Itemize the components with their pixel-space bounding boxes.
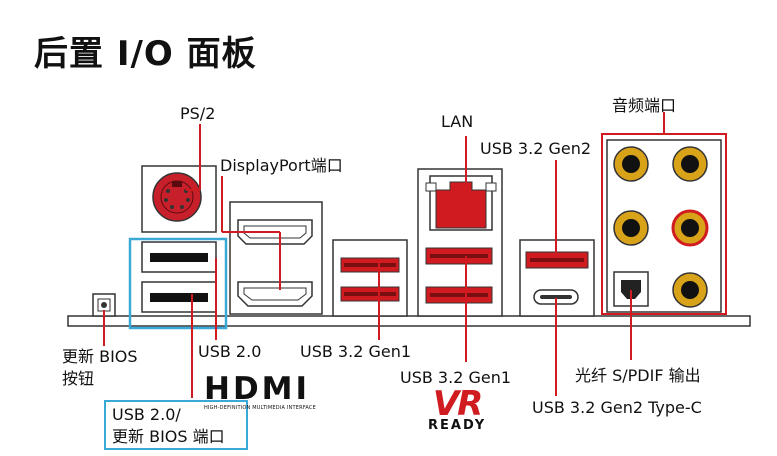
page-title: 后置 I/O 面板 — [34, 34, 257, 74]
audio-jack — [613, 146, 649, 182]
spdif-port — [613, 271, 649, 307]
audio-jack — [613, 210, 649, 246]
leader-lines — [103, 112, 665, 398]
audio-ports-block — [601, 133, 727, 315]
bios-flash-button — [92, 293, 116, 317]
vr-ready-logo: VR READY — [428, 384, 487, 433]
usb20-bios-port-label-line1: USB 2.0/ — [112, 405, 181, 424]
audio-label: 音频端口 — [612, 96, 677, 115]
bios-button-label-line2: 按钮 — [62, 369, 95, 388]
hdmi-logo: HDMI HIGH-DEFINITION MULTIMEDIA INTERFAC… — [204, 371, 316, 412]
audio-jack-red — [671, 209, 709, 247]
lan-label: LAN — [441, 112, 474, 131]
usb20-bios-port-label: USB 2.0/ 更新 BIOS 端口 — [104, 400, 248, 450]
displayport-label: DisplayPort端口 — [220, 156, 343, 175]
spdif-label: 光纤 S/PDIF 输出 — [575, 366, 701, 385]
hdmi-logo-word: HDMI — [204, 371, 311, 407]
usb32-gen2-typec-label: USB 3.2 Gen2 Type-C — [532, 398, 702, 417]
audio-jack — [672, 146, 708, 182]
usb20-label: USB 2.0 — [198, 342, 262, 361]
usb32-gen1-label-b: USB 3.2 Gen1 — [400, 368, 512, 387]
audio-jack — [672, 272, 708, 308]
ps2-port — [141, 165, 217, 233]
usb20-stack — [128, 237, 228, 330]
vr-logo-word: VR — [432, 384, 484, 424]
usb20-bios-port-label-line2: 更新 BIOS 端口 — [112, 427, 225, 446]
displayport-hdmi-stack — [229, 201, 323, 315]
vr-logo-subtitle: READY — [428, 418, 487, 433]
bios-button-label-line1: 更新 BIOS — [62, 347, 138, 366]
lan-usb-stack — [417, 168, 503, 317]
bios-button-label: 更新 BIOS 按钮 — [62, 346, 138, 390]
hdmi-logo-subtitle: HIGH-DEFINITION MULTIMEDIA INTERFACE — [204, 405, 316, 411]
ps2-label: PS/2 — [180, 104, 216, 123]
usb32-gen2-label: USB 3.2 Gen2 — [480, 139, 592, 158]
io-shield-edge — [67, 315, 751, 327]
usb32-gen1-stack-a — [332, 239, 408, 317]
usb32-gen1-label-a: USB 3.2 Gen1 — [300, 342, 412, 361]
